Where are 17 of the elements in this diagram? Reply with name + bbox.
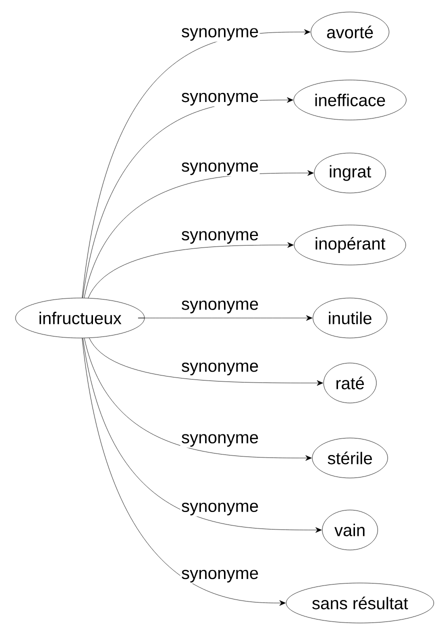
arrow xyxy=(89,338,324,386)
arrow xyxy=(82,338,286,606)
arrow xyxy=(84,170,314,298)
arrow xyxy=(82,29,310,298)
arrow xyxy=(88,242,294,298)
arrow xyxy=(84,338,312,461)
edge-label: synonyme xyxy=(180,230,260,245)
edge-label: synonyme xyxy=(180,568,260,584)
edge-label: synonyme xyxy=(180,161,260,176)
edge-label: synonyme xyxy=(180,27,260,42)
edge-label: synonyme xyxy=(180,362,260,376)
arrow xyxy=(82,338,322,533)
edge-label: synonyme xyxy=(180,433,260,448)
edge-label: synonyme xyxy=(180,92,260,107)
edge-label: synonyme xyxy=(180,502,260,516)
edge-label: synonyme xyxy=(180,300,260,314)
arrow xyxy=(138,315,312,321)
